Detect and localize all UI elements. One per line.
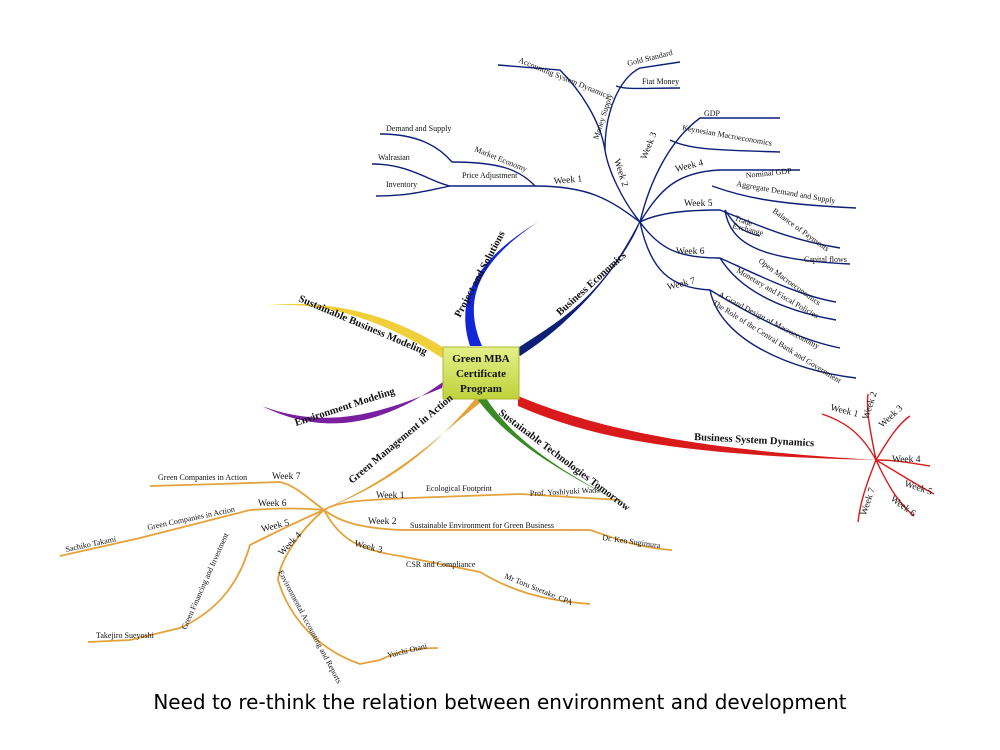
gm-green-companies-6: Green Companies in Action: [147, 505, 236, 532]
main-branches: [262, 220, 878, 510]
gm-week3: Week 3: [353, 539, 383, 556]
be-week5: Week 5: [684, 199, 713, 209]
branch-project-solutions: [465, 222, 538, 346]
branch-business-economics: [515, 220, 641, 356]
be-fiat: Fiat Money: [642, 77, 679, 86]
slide-caption: Need to re-think the relation between en…: [153, 690, 847, 714]
business-economics-labels: Week 1 Market Economy Demand and Supply …: [378, 48, 847, 386]
gm-takami: Sachiko Takami: [65, 534, 118, 554]
be-gdp: GDP: [704, 109, 721, 118]
be-week3: Week 3: [640, 131, 660, 161]
management-labels: Week 1 Ecological Footprint Prof. Yoshiy…: [65, 472, 662, 685]
gm-otani: Yuichi Otani: [386, 641, 428, 660]
system-dynamics-subtree: [821, 393, 935, 523]
gm-sustainable-env: Sustainable Environment for Green Busine…: [410, 521, 554, 530]
label-business-economics: Business Economics: [555, 250, 629, 318]
gm-ecological: Ecological Footprint: [426, 484, 493, 493]
branch-sustainable-modeling: [262, 303, 444, 358]
be-balance: Balance of Payments: [771, 206, 831, 253]
center-title-line3: Program: [460, 383, 502, 395]
sd-week5: Week 5: [903, 479, 933, 497]
label-sustainable-modeling: Sustainable Business Modeling: [297, 294, 429, 358]
be-nominal-gdp: Nominal GDP: [745, 166, 792, 180]
be-inventory: Inventory: [386, 180, 417, 189]
branch-environment-modeling: [262, 382, 443, 424]
center-node: Green MBA Certificate Program: [442, 346, 520, 400]
center-box: [442, 346, 520, 400]
branch-management: [322, 398, 486, 510]
be-week6: Week 6: [676, 247, 705, 257]
gm-week2: Week 2: [368, 517, 397, 527]
be-role-cb: The Role of the Central Bank and Governm…: [711, 298, 844, 386]
gm-week6: Week 6: [258, 499, 287, 509]
gm-csr: CSR and Compliance: [406, 560, 476, 569]
label-project-solutions: Project and Solutions: [453, 229, 508, 319]
gm-week1: Week 1: [376, 491, 405, 501]
sd-week1: Week 1: [829, 403, 859, 420]
be-aggregate: Aggregate Demand and Supply: [736, 179, 837, 205]
business-economics-subtree: [371, 61, 857, 379]
sd-week3: Week 3: [877, 404, 905, 431]
be-capital: Capital flows: [804, 255, 847, 264]
sd-week2: Week 2: [861, 390, 879, 420]
be-gold: Gold Standard: [626, 48, 673, 68]
center-title-line2: Certificate: [456, 368, 506, 380]
gm-env-accounting: Environmental Accounting and Reports: [276, 569, 344, 685]
gm-week7: Week 7: [272, 472, 301, 482]
branch-technologies: [478, 398, 630, 508]
center-title-line1: Green MBA: [452, 353, 510, 365]
gm-sueyoshi: Takejiro Sueyoshi: [96, 631, 155, 640]
be-market-economy: Market Economy: [473, 145, 528, 174]
be-week1: Week 1: [553, 175, 583, 187]
system-dynamics-labels: Week 1 Week 2 Week 3 Week 4 Week 5 Week …: [829, 390, 933, 519]
be-keynesian: Keynesian Macroeconomics: [682, 123, 773, 148]
gm-wada: Prof. Yoshiyuki Wada: [530, 485, 601, 498]
be-money-supply: Money Supply: [591, 93, 614, 141]
be-demand-supply: Demand and Supply: [386, 124, 451, 133]
be-price-adjustment: Price Adjustment: [462, 171, 518, 180]
gm-sugimura: Dr. Ken Sugimura: [602, 533, 662, 550]
be-walrasian: Walrasian: [378, 153, 410, 162]
gm-green-financing: Green Financing and Investment: [180, 531, 231, 631]
sd-week6: Week 6: [888, 494, 917, 519]
sd-week4: Week 4: [892, 455, 921, 465]
label-technologies: Sustainable Technologies Tomorrow: [496, 408, 632, 514]
management-subtree: [59, 481, 673, 665]
gm-green-companies-7: Green Companies in Action: [158, 473, 247, 482]
be-week2: Week 2: [611, 158, 629, 188]
be-accounting: Accounting System Dynamics: [517, 56, 611, 101]
branch-system-dynamics: [518, 396, 878, 460]
gm-week4: Week 4: [277, 530, 304, 558]
